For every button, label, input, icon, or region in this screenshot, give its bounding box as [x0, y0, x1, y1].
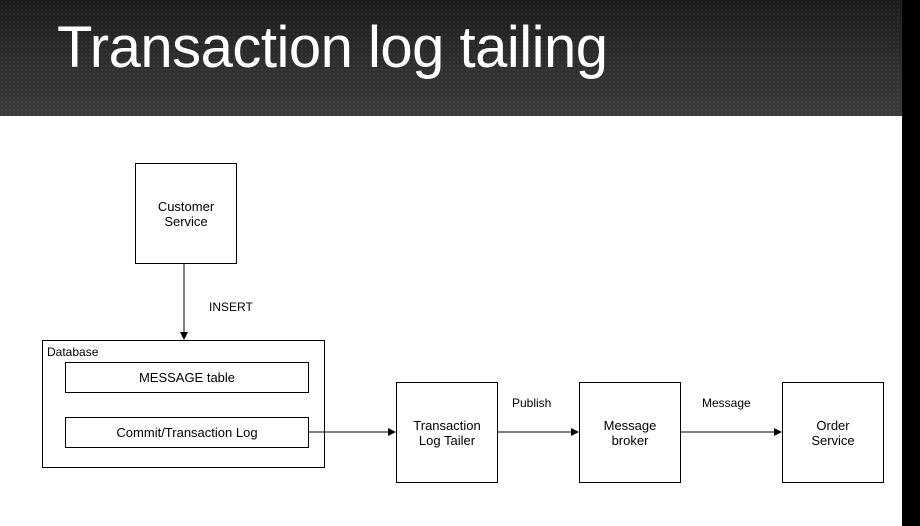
message-table-label: MESSAGE table — [138, 370, 236, 385]
log-tailer-label: Transaction Log Tailer — [413, 417, 481, 448]
message-table-node: MESSAGE table — [65, 362, 309, 393]
commit-log-label: Commit/Transaction Log — [116, 425, 258, 440]
log-tailer-node: Transaction Log Tailer — [396, 382, 498, 483]
title-band: Transaction log tailing — [0, 0, 902, 116]
order-service-node: Order Service — [782, 382, 884, 483]
insert-edge-label: INSERT — [209, 300, 253, 314]
order-service-label: Order Service — [811, 417, 855, 448]
customer-service-node: Customer Service — [135, 163, 237, 264]
message-broker-label: Message broker — [603, 417, 657, 448]
slide-title: Transaction log tailing — [57, 15, 608, 80]
commit-log-node: Commit/Transaction Log — [65, 417, 309, 448]
customer-service-label: Customer Service — [157, 198, 215, 229]
publish-edge-label: Publish — [512, 396, 552, 410]
right-edge-band — [902, 0, 920, 526]
database-label: Database — [47, 345, 99, 359]
message-broker-node: Message broker — [579, 382, 681, 483]
database-container: Database — [42, 340, 325, 468]
message-edge-label: Message — [702, 396, 751, 410]
